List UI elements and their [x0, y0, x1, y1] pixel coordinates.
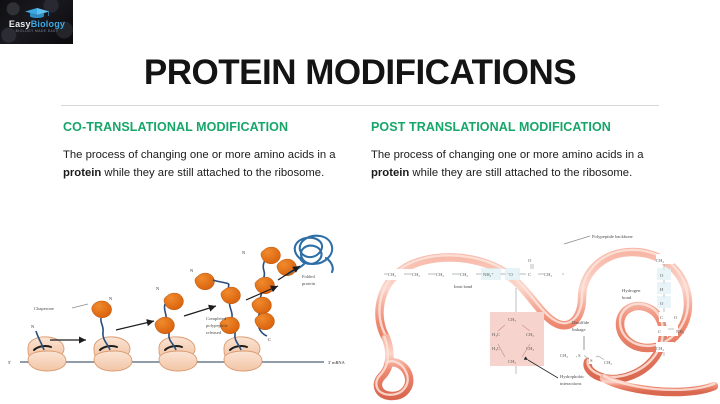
svg-text:NH₃⁺: NH₃⁺ [483, 272, 494, 277]
body-text-pre: The process of changing one or more amin… [63, 149, 336, 161]
released-polypeptide: C N [242, 246, 297, 342]
label-completed-released: Completed polypeptide released [206, 316, 228, 335]
nascent-chain-stage-1: N [31, 324, 45, 351]
title-divider [61, 105, 659, 106]
ionic-bond-chain: CH₂ CH₂ CH₂ CH₂ NH₃⁺ ⁻O C CH₂ O Ionic bo… [384, 258, 566, 289]
svg-text:C: C [528, 272, 531, 277]
ribosome [93, 336, 133, 372]
svg-text:C: C [268, 337, 271, 342]
label-five-prime: 5' [8, 360, 11, 365]
body-text-bold: protein [63, 166, 102, 179]
body-post-translational: The process of changing one or more amin… [371, 147, 663, 182]
svg-text:CH₃: CH₃ [508, 359, 516, 364]
svg-text:H: H [660, 287, 664, 292]
label-hydrophobic-line1: Hydrophobic [560, 374, 584, 379]
svg-text:CH₂: CH₂ [604, 360, 612, 365]
svg-text:S: S [578, 353, 581, 358]
svg-text:O: O [660, 273, 664, 278]
ribosome [158, 336, 198, 372]
svg-text:CH₂: CH₂ [460, 272, 468, 277]
svg-text:S: S [590, 358, 593, 363]
svg-text:N: N [156, 286, 160, 291]
hydrogen-bond-chain: CH₂ O H O C O C NH₂ CH₂ [656, 254, 685, 356]
label-completed-line3: released [206, 330, 222, 335]
svg-text:CH₂: CH₂ [544, 272, 552, 277]
label-chaperone: Chaperone [34, 306, 54, 311]
page-title: PROTEIN MODIFICATIONS [143, 53, 577, 92]
svg-text:CH₃: CH₃ [526, 346, 534, 351]
chaperone-blob [91, 300, 112, 318]
svg-text:CH₂: CH₂ [560, 353, 568, 358]
logo: EasyBiology BIOLOGY MADE EASY [0, 0, 73, 44]
logo-word-easy: Easy [8, 19, 31, 29]
logo-word-biology: Biology [30, 19, 66, 29]
svg-text:O: O [660, 301, 664, 306]
body-co-translational: The process of changing one or more amin… [63, 147, 355, 182]
body-text-post: while they are still attached to the rib… [409, 166, 633, 179]
body-text-pre: The process of changing one or more amin… [371, 149, 644, 161]
label-completed-line2: polypeptide [206, 323, 228, 328]
column-co-translational: CO-TRANSLATIONAL MODIFICATION The proces… [63, 120, 355, 182]
label-ionic-bond: Ionic bond [454, 284, 473, 289]
ribosome [223, 336, 263, 372]
label-polypeptide-backbone: Polypeptide backbone [592, 234, 633, 239]
ribosome [27, 336, 67, 372]
figure-co-translational-folding: 5' 3' mRNA [2, 228, 354, 400]
svg-text:C: C [660, 315, 663, 320]
label-hydrophobic-interactions-group: Hydrophobic interactions [523, 356, 584, 386]
svg-text:N: N [109, 296, 113, 301]
logo-background [0, 0, 73, 44]
label-folded-line2: protein [302, 281, 316, 286]
label-disulfide-linkage-group: Disulfide linkage [572, 320, 589, 350]
label-hydrogen-line2: bond [622, 295, 632, 300]
column-post-translational: POST TRANSLATIONAL MODIFICATION The proc… [371, 120, 663, 182]
label-disulfide-line2: linkage [572, 327, 586, 332]
nascent-chain-stage-4: N [190, 268, 242, 351]
body-text-bold: protein [371, 166, 410, 179]
heading-co-translational: CO-TRANSLATIONAL MODIFICATION [63, 120, 289, 134]
svg-text:N: N [190, 268, 194, 273]
svg-text:C: C [658, 329, 661, 334]
label-chaperone-group: Chaperone [34, 303, 89, 311]
logo-wordmark: EasyBiology [6, 20, 68, 29]
label-completed-line1: Completed [206, 316, 227, 321]
nascent-chain-stage-3: N [154, 286, 184, 351]
svg-text:CH₃: CH₃ [508, 317, 516, 322]
svg-text:⁻O: ⁻O [507, 272, 513, 277]
svg-text:H₃C: H₃C [492, 346, 500, 351]
progression-arrows [50, 265, 301, 344]
svg-text:CH₂: CH₂ [388, 272, 396, 277]
svg-text:N: N [31, 324, 35, 329]
svg-text:O: O [528, 258, 532, 263]
label-hydrophobic-line2: interactions [560, 381, 582, 386]
svg-text:CH₂: CH₂ [656, 346, 664, 351]
ribosome-group [27, 336, 263, 372]
svg-text:H₃C: H₃C [492, 332, 500, 337]
label-polypeptide-backbone-group: Polypeptide backbone [563, 234, 633, 245]
svg-text:CH₃: CH₃ [526, 332, 534, 337]
label-three-prime: 3' mRNA [328, 360, 346, 365]
label-folded-protein: Folded protein [302, 274, 316, 286]
svg-text:CH₂: CH₂ [656, 258, 664, 263]
label-disulfide-line1: Disulfide [572, 320, 589, 325]
svg-text:N: N [242, 250, 246, 255]
label-folded-line1: Folded [302, 274, 315, 279]
svg-text:CH₂: CH₂ [436, 272, 444, 277]
logo-tagline: BIOLOGY MADE EASY [15, 29, 59, 33]
body-text-post: while they are still attached to the rib… [101, 166, 325, 179]
nascent-chain-stage-2: N [91, 296, 113, 351]
label-hydrogen-bond-group: Hydrogen bond [622, 288, 641, 300]
hydrophobic-interaction-box: CH₃ H₃C CH₃ H₃C CH₃ CH₃ [490, 288, 544, 374]
svg-text:O: O [674, 315, 678, 320]
graduation-cap-icon [24, 7, 50, 19]
figure-tertiary-structure-bonds: CH₂ CH₂ CH₂ CH₂ NH₃⁺ ⁻O C CH₂ O Ionic bo… [368, 226, 718, 402]
svg-text:NH₂: NH₂ [676, 329, 685, 334]
label-hydrogen-line1: Hydrogen [622, 288, 641, 293]
heading-post-translational: POST TRANSLATIONAL MODIFICATION [371, 120, 611, 134]
disulfide-linkage-chain: CH₂ S S CH₂ [560, 350, 620, 366]
svg-text:CH₂: CH₂ [412, 272, 420, 277]
